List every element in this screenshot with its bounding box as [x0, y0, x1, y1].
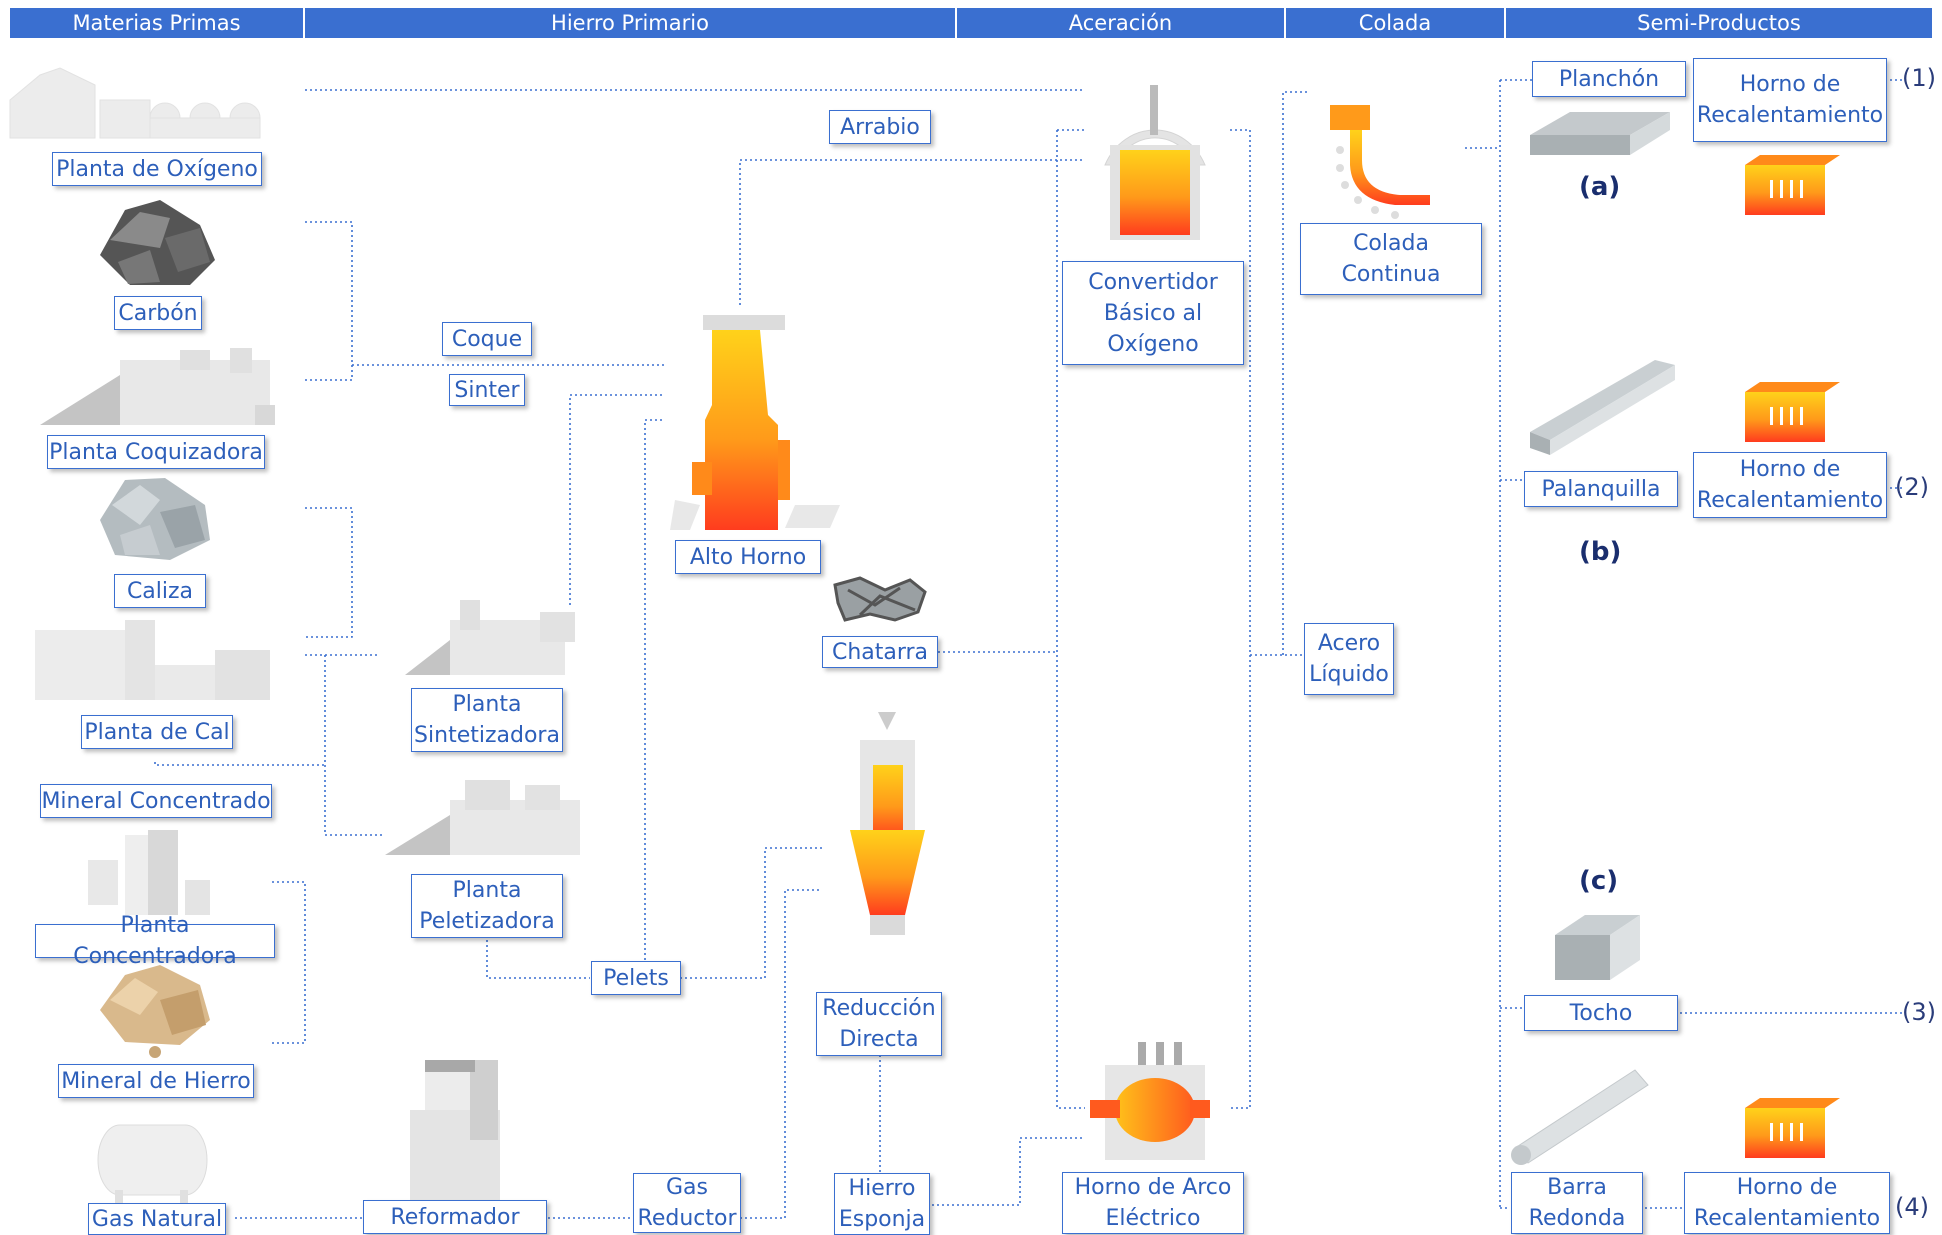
round-bar-icon	[1511, 1069, 1649, 1165]
coal-icon	[100, 200, 215, 285]
reference-4: (4)	[1895, 1193, 1929, 1221]
node-barra-redonda[interactable]: Barra Redonda	[1511, 1172, 1643, 1234]
node-coque[interactable]: Coque	[442, 322, 532, 356]
node-horno-recalentamiento-4[interactable]: Horno de Recalentamiento	[1684, 1172, 1890, 1234]
node-sinter[interactable]: Sinter	[449, 374, 525, 406]
billet-icon	[1530, 360, 1675, 455]
node-planchon[interactable]: Planchón	[1532, 61, 1686, 97]
gas-tank-icon	[97, 1124, 208, 1208]
reheating-furnace-icon-4	[1745, 1098, 1840, 1158]
iron-ore-icon	[100, 965, 210, 1058]
node-colada-continua[interactable]: Colada Continua	[1300, 223, 1482, 295]
node-tocho[interactable]: Tocho	[1524, 995, 1678, 1031]
node-horno-recalentamiento-1[interactable]: Horno de Recalentamiento	[1693, 58, 1887, 142]
node-arrabio[interactable]: Arrabio	[829, 110, 931, 144]
blast-furnace-icon	[670, 315, 840, 530]
limestone-icon	[100, 478, 210, 560]
header-materias-primas: Materias Primas	[10, 8, 303, 38]
node-planta-oxigeno[interactable]: Planta de Oxígeno	[52, 152, 262, 186]
node-convertidor[interactable]: Convertidor Básico al Oxígeno	[1062, 261, 1244, 365]
node-mineral-concentrado[interactable]: Mineral Concentrado	[40, 784, 272, 818]
node-acero-liquido[interactable]: Acero Líquido	[1304, 623, 1394, 695]
reheating-furnace-icon-1	[1745, 155, 1840, 215]
reheating-furnace-icon-2	[1745, 382, 1840, 442]
electric-arc-furnace-icon	[1090, 1042, 1210, 1160]
node-carbon[interactable]: Carbón	[114, 296, 202, 330]
converter-icon	[1104, 85, 1206, 240]
node-horno-recalentamiento-2[interactable]: Horno de Recalentamiento	[1693, 452, 1887, 518]
route-tag-a: (a)	[1579, 172, 1621, 202]
node-palanquilla[interactable]: Palanquilla	[1524, 471, 1678, 507]
oxygen-plant-icon	[9, 67, 261, 139]
route-tag-b: (b)	[1579, 537, 1622, 567]
node-planta-coquizadora[interactable]: Planta Coquizadora	[47, 435, 265, 469]
header-aceracion: Aceración	[957, 8, 1284, 38]
concentrator-plant-icon	[88, 830, 210, 915]
node-planta-peletizadora[interactable]: Planta Peletizadora	[411, 874, 563, 938]
reference-1: (1)	[1902, 64, 1936, 92]
direct-reduction-icon	[850, 712, 925, 935]
slab-icon	[1530, 112, 1670, 155]
reference-2: (2)	[1895, 473, 1929, 501]
node-reformador[interactable]: Reformador	[363, 1200, 547, 1234]
node-planta-cal[interactable]: Planta de Cal	[81, 715, 233, 749]
continuous-caster-icon	[1330, 105, 1430, 219]
node-planta-concentradora[interactable]: Planta Concentradora	[35, 913, 275, 969]
node-pelets[interactable]: Pelets	[591, 961, 681, 995]
node-planta-sintetizadora[interactable]: Planta Sintetizadora	[411, 688, 563, 752]
header-hierro-primario: Hierro Primario	[305, 8, 955, 38]
node-reduccion-directa[interactable]: Reducción Directa	[816, 992, 942, 1056]
node-alto-horno[interactable]: Alto Horno	[675, 540, 821, 574]
header-semi-productos: Semi-Productos	[1506, 8, 1932, 38]
node-hierro-esponja[interactable]: Hierro Esponja	[834, 1173, 930, 1235]
header-colada: Colada	[1286, 8, 1504, 38]
reference-3: (3)	[1902, 998, 1936, 1026]
node-horno-arco[interactable]: Horno de Arco Eléctrico	[1062, 1172, 1244, 1234]
coking-plant-icon	[40, 348, 275, 425]
reformer-icon	[410, 1060, 500, 1200]
node-caliza[interactable]: Caliza	[114, 574, 206, 608]
sinter-plant-icon	[405, 600, 575, 675]
node-gas-natural[interactable]: Gas Natural	[88, 1203, 226, 1235]
scrap-icon	[833, 576, 927, 622]
pellet-plant-icon	[385, 780, 580, 855]
route-tag-c: (c)	[1579, 866, 1619, 896]
node-chatarra[interactable]: Chatarra	[822, 636, 938, 668]
node-mineral-hierro[interactable]: Mineral de Hierro	[58, 1064, 254, 1098]
node-gas-reductor[interactable]: Gas Reductor	[633, 1173, 741, 1233]
bloom-icon	[1555, 915, 1640, 980]
lime-plant-icon	[35, 620, 270, 700]
